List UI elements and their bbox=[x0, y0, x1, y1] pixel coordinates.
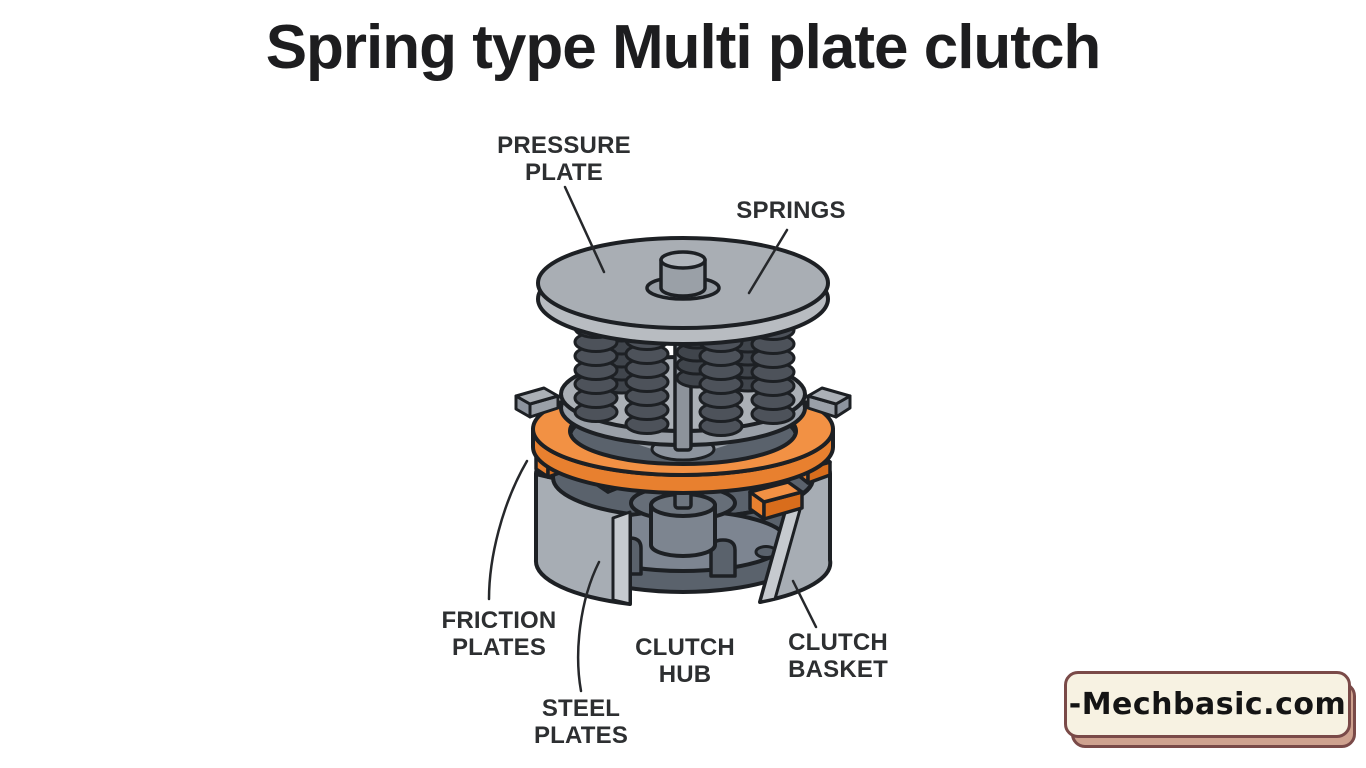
clutch-hub-shape bbox=[629, 456, 737, 558]
pressure-plate-shape bbox=[536, 236, 830, 346]
boss-body bbox=[659, 258, 707, 298]
page-title: Spring type Multi plate clutch bbox=[265, 13, 1102, 82]
watermark-text: -Mechbasic.com bbox=[1064, 671, 1351, 738]
label-clutch-basket: CLUTCH BASKET bbox=[788, 629, 888, 683]
friction-plates-leader bbox=[487, 459, 529, 601]
boss-top bbox=[659, 250, 707, 270]
pressure-plate-leader bbox=[563, 185, 606, 274]
basket-cutaway-walls bbox=[533, 472, 833, 606]
springs-leader bbox=[747, 228, 789, 295]
label-steel-plates: STEEL PLATES bbox=[533, 695, 629, 749]
label-pressure-plate: PRESSURE PLATE bbox=[497, 132, 631, 186]
label-clutch-hub: CLUTCH HUB bbox=[635, 634, 735, 688]
label-springs: SPRINGS bbox=[736, 197, 846, 224]
leader-lines bbox=[487, 185, 818, 693]
watermark-badge: -Mechbasic.com bbox=[1064, 671, 1356, 753]
clutch-basket-leader bbox=[791, 579, 818, 629]
steel-plates-leader bbox=[576, 560, 601, 693]
label-friction-plates: FRICTION PLATES bbox=[441, 607, 557, 661]
